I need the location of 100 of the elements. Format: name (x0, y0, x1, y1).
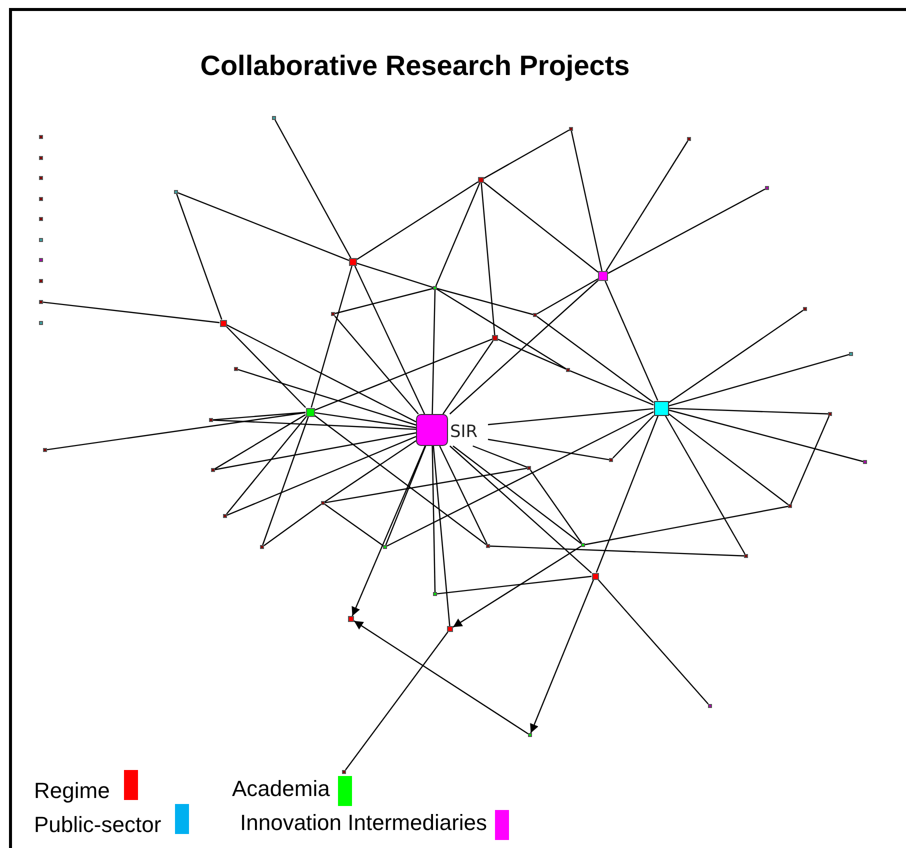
network-node (43, 448, 47, 452)
legend-label: Public-sector (34, 812, 162, 838)
connector-line (314, 412, 416, 428)
connector-line (176, 194, 222, 320)
connector-line (439, 446, 488, 544)
network-node (39, 258, 43, 262)
connector-line (608, 188, 766, 274)
network-node (744, 554, 748, 558)
network-node (708, 704, 712, 708)
connector-line (584, 506, 788, 546)
connector-line (536, 316, 654, 403)
connector-line (212, 420, 416, 430)
connector-line (385, 446, 426, 546)
connector-line (480, 182, 496, 336)
connector-line (314, 338, 492, 411)
connector-line (324, 504, 384, 546)
network-node (260, 545, 264, 549)
connector-line (604, 280, 658, 401)
connector-line (226, 326, 306, 408)
network-node (433, 592, 437, 596)
network-node (321, 501, 325, 505)
connector-line (442, 340, 494, 414)
connector-line (42, 302, 220, 324)
connector-line (214, 414, 306, 470)
connector-line (214, 432, 416, 470)
connector-line (46, 412, 306, 450)
connector-line (790, 416, 830, 504)
network-node (174, 190, 178, 194)
network-node (39, 300, 43, 304)
network-node (654, 400, 668, 416)
network-node (527, 466, 531, 470)
connector-line (598, 579, 709, 704)
connector-line (314, 414, 486, 545)
network-node (486, 544, 490, 548)
network-node (223, 514, 227, 518)
network-node (39, 238, 43, 242)
connector-line (664, 415, 746, 554)
network-node (39, 176, 43, 180)
connector-line (334, 288, 434, 314)
connector-line (484, 130, 570, 179)
network-node (220, 320, 226, 326)
network-node (533, 313, 537, 317)
connector-line (436, 288, 566, 370)
connector-line (226, 416, 307, 514)
connector-line (596, 415, 659, 573)
arrow (530, 579, 594, 734)
network-node (433, 286, 437, 290)
connector-line (449, 280, 598, 414)
network-node (863, 460, 867, 464)
network-node (828, 412, 832, 416)
connector-line (178, 192, 350, 261)
connector-line (606, 140, 688, 272)
connector-line (262, 416, 309, 546)
connector-line (324, 468, 528, 504)
network-node (348, 616, 354, 622)
network-node (211, 468, 215, 472)
network-node (592, 572, 598, 580)
network-node (39, 197, 43, 201)
connector-line (436, 576, 592, 594)
network-node (788, 504, 792, 508)
connector-line (612, 415, 654, 458)
network-node (331, 312, 335, 316)
network-node (39, 321, 43, 325)
connector-line (668, 413, 788, 505)
connector-line (488, 408, 654, 426)
connector-line (488, 438, 610, 460)
network-node (478, 177, 484, 183)
network-node (234, 367, 238, 371)
network-node (342, 770, 346, 774)
connector-line (498, 338, 566, 370)
network-node (349, 258, 357, 266)
arrow (352, 446, 426, 616)
connector-line (334, 316, 419, 414)
network-node (383, 545, 387, 549)
network-node (39, 156, 43, 160)
connector-line (530, 470, 582, 544)
connector-line (570, 130, 602, 272)
connector-line (310, 266, 352, 408)
network-node (609, 458, 613, 462)
connector-line (472, 445, 528, 468)
network-node (598, 271, 608, 281)
network-node (39, 135, 43, 139)
network-node (765, 186, 769, 190)
connector-line (226, 436, 416, 516)
legend-label: Academia (232, 776, 330, 802)
connector-line (435, 182, 480, 286)
legend-label: Regime (34, 778, 110, 804)
connector-line (570, 370, 654, 406)
connector-line (668, 354, 850, 406)
network-node (687, 137, 691, 141)
connector-line (490, 546, 744, 556)
network-node (306, 408, 314, 416)
network-node (39, 217, 43, 221)
arrow (452, 546, 582, 628)
network-node (447, 626, 453, 632)
connector-line (536, 278, 598, 314)
connector-line (238, 369, 416, 426)
network-node (803, 307, 807, 311)
network-node (209, 418, 213, 422)
diagram-title: Collaborative Research Projects (199, 50, 631, 82)
